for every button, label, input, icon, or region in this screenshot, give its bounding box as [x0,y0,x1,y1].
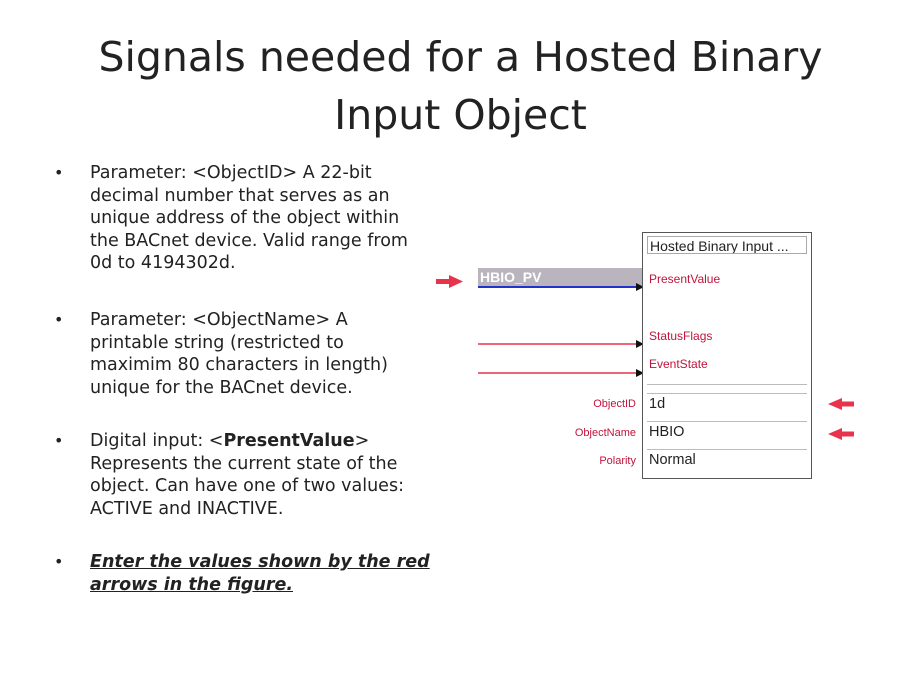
bullet-text-line: object. Can have one of two values: [90,476,404,496]
bullet-text-line: decimal number that serves as an [90,185,390,206]
bullet-marker: • [54,163,64,182]
object-id-value[interactable]: 1d [649,396,666,412]
bullet-text-line: printable string (restricted to [90,332,344,353]
polarity-value[interactable]: Normal [649,452,696,468]
suffix-text: > [354,431,370,451]
port-event-state: EventState [649,357,708,371]
hosted-binary-input-block[interactable]: Hosted Binary Input ... PresentValue Sta… [642,232,812,479]
bullet-text-line: Digital input: <PresentValue> [90,430,404,453]
bullet-text-line: Parameter: <ObjectName> A [90,310,348,330]
bullet-object-name: • Parameter: <ObjectName> A printable st… [52,309,388,399]
bullet-present-value: • Digital input: <PresentValue> Represen… [52,430,404,520]
instruction-line: Enter the values shown by the red [90,552,430,572]
divider [647,384,807,385]
divider [647,393,807,394]
slide-title: Signals needed for a Hosted Binary Input… [0,28,921,144]
red-arrow-object-id-icon [828,398,854,410]
port-status-flags: StatusFlags [649,329,713,343]
bullet-text-line: the BACnet device. Valid range from [90,230,408,251]
port-present-value: PresentValue [649,272,721,286]
hbio-pv-tag: HBIO_PV [478,268,642,286]
polarity-label: Polarity [599,455,636,467]
title-line-1: Signals needed for a Hosted Binary [98,33,823,81]
bullet-text-line: Represents the current state of the [90,453,398,474]
red-arrow-input-icon [436,275,463,288]
divider [647,449,807,450]
bullet-text-line: Parameter: <ObjectID> A 22-bit [90,163,372,183]
wire-arrowhead-icon [636,283,644,291]
title-line-2: Input Object [334,91,587,139]
bullet-text-line: unique for the BACnet device. [90,377,353,398]
divider [647,421,807,422]
present-value-term: PresentValue [223,431,355,451]
object-name-value[interactable]: HBIO [649,424,685,440]
instruction-line: arrows in the figure. [90,574,294,595]
bullet-marker: • [54,552,64,571]
block-title: Hosted Binary Input ... [647,236,807,254]
bullet-marker: • [54,310,64,329]
object-id-label: ObjectID [593,398,636,410]
prefix-text: Digital input: < [90,431,224,451]
red-arrow-object-name-icon [828,428,854,440]
bullet-object-id: • Parameter: <ObjectID> A 22-bit decimal… [52,162,408,275]
wire-arrowhead-icon [636,340,644,348]
bullet-instruction: • Enter the values shown by the red arro… [52,551,430,596]
bullet-marker: • [54,431,64,450]
bullet-text-line: maximim 80 characters in length) [90,355,388,375]
bullet-text-line: unique address of the object within [90,208,400,228]
wire-arrowhead-icon [636,369,644,377]
bullet-text-line: 0d to 4194302d. [90,253,236,273]
object-name-label: ObjectName [574,427,636,439]
bullet-text-line: ACTIVE and INACTIVE. [90,498,284,519]
